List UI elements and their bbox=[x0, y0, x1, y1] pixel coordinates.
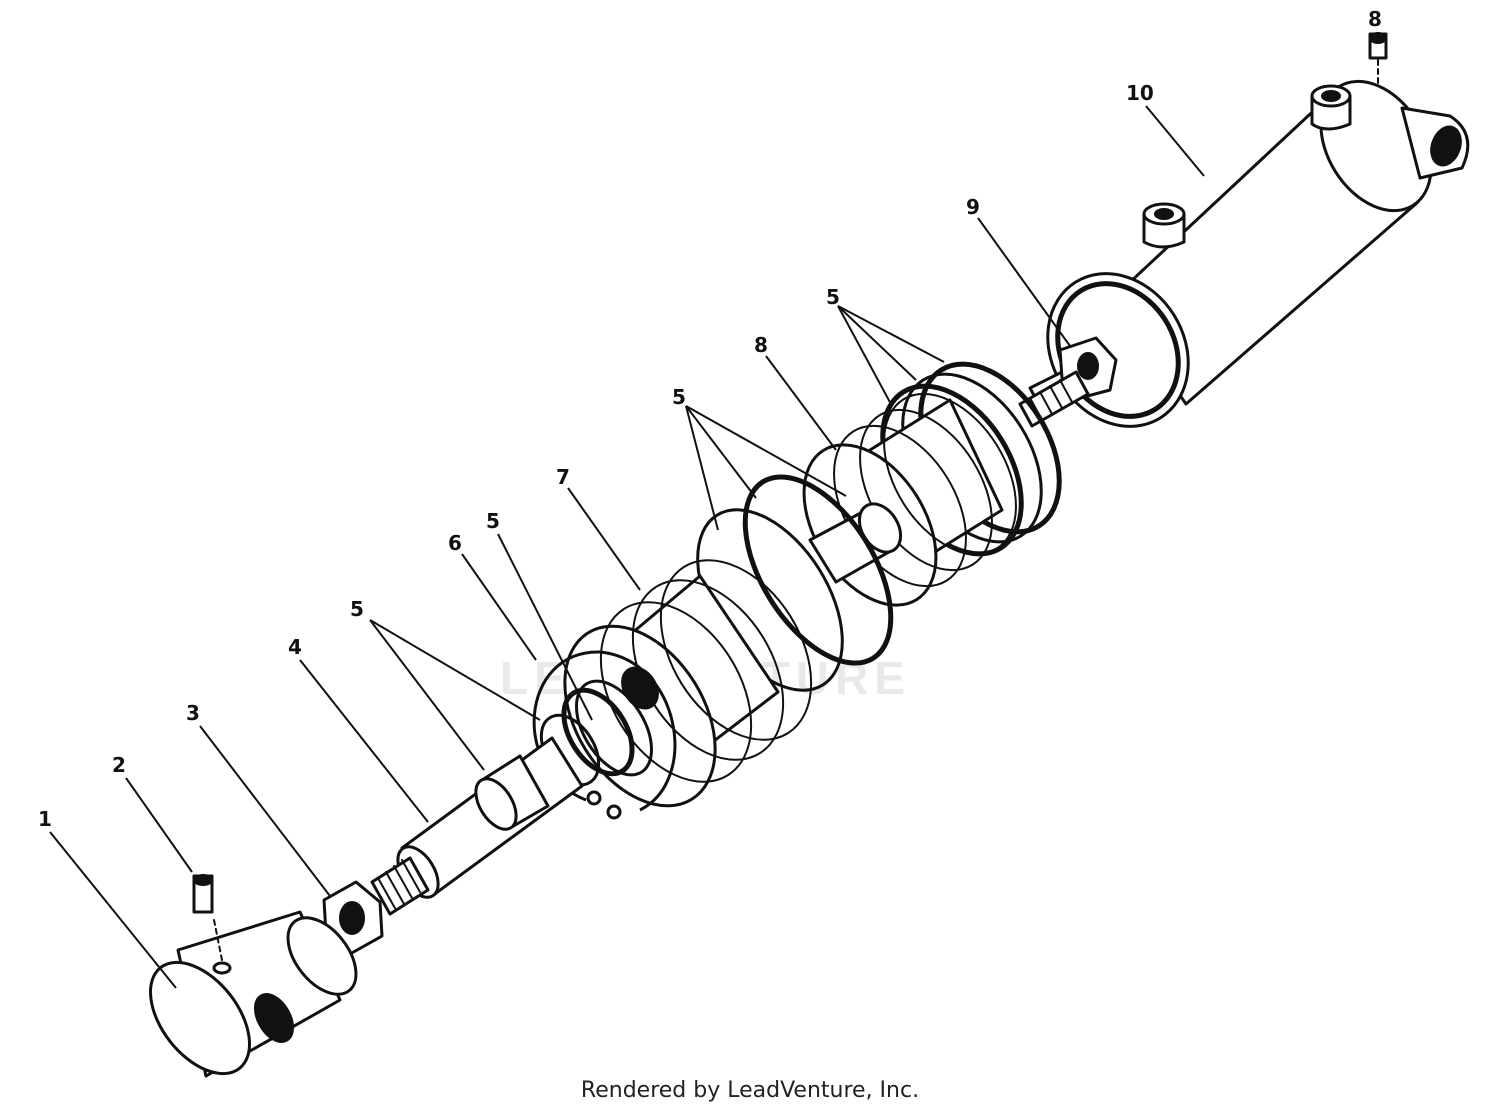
callout-8-top: 8 bbox=[1368, 7, 1382, 31]
leader-lines bbox=[49, 105, 1205, 989]
callout-5-lower: 5 bbox=[350, 597, 364, 621]
callout-7: 7 bbox=[556, 465, 570, 489]
part-1-rod-end bbox=[149, 910, 358, 1078]
part-8-piston-head bbox=[802, 392, 1017, 607]
callout-5-upper: 5 bbox=[826, 285, 840, 309]
callout-5-snap: 5 bbox=[486, 509, 500, 533]
callout-8: 8 bbox=[754, 333, 768, 357]
part-8-grease-fitting-top bbox=[1368, 32, 1388, 87]
callout-6: 6 bbox=[448, 531, 462, 555]
callout-9: 9 bbox=[966, 195, 980, 219]
part-10-cylinder-barrel bbox=[1046, 79, 1470, 428]
callout-1: 1 bbox=[38, 807, 52, 831]
callout-5-middle: 5 bbox=[672, 385, 686, 409]
credit-line: Rendered by LeadVenture, Inc. bbox=[580, 1078, 920, 1103]
part-2-grease-fitting bbox=[192, 874, 223, 961]
callout-3: 3 bbox=[186, 701, 200, 725]
callout-2: 2 bbox=[112, 753, 126, 777]
callout-4: 4 bbox=[288, 635, 302, 659]
callout-labels: 1 2 3 4 5 5 6 7 5 8 5 9 10 8 bbox=[38, 7, 1382, 831]
callout-10: 10 bbox=[1126, 81, 1154, 105]
part-4-piston-rod bbox=[370, 736, 584, 916]
